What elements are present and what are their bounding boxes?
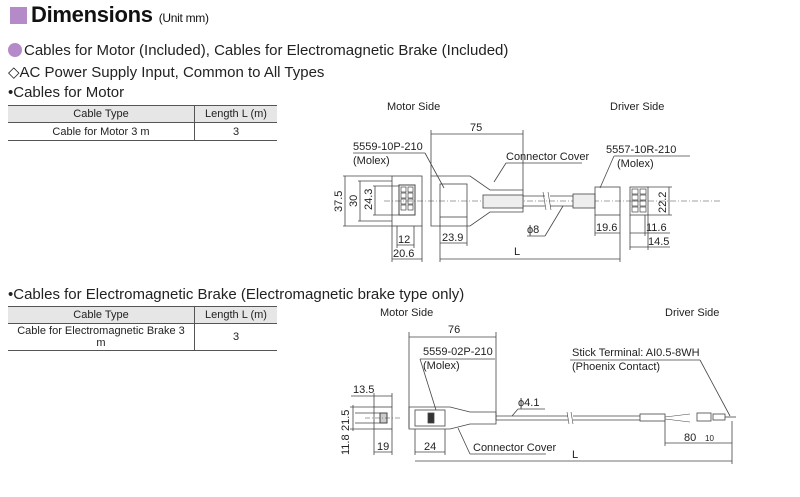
brake-dim-L: L (572, 449, 578, 461)
dim-19: 19 (377, 441, 389, 453)
connector-cover-label: Connector Cover (506, 151, 589, 163)
header-cable-type: Cable Type (8, 105, 195, 123)
dim-76: 76 (448, 324, 460, 336)
brake-cable-table: Cable Type Length L (m) Cable for Electr… (8, 306, 277, 351)
dim-19-6: 19.6 (596, 222, 617, 234)
dim-11-8: 11.8 (340, 434, 352, 455)
brake-connector-body (414, 409, 446, 427)
dim-21-5: 21.5 (340, 410, 352, 431)
cable-sleeve (482, 194, 524, 209)
dim-22-2: 22.2 (657, 192, 669, 213)
dim-30: 30 (348, 195, 360, 207)
dim-20-6: 20.6 (393, 248, 414, 260)
brake-connector-maker: (Molex) (423, 360, 460, 372)
motor-connector-maker: (Molex) (353, 155, 390, 167)
brake-connector-cover-shape (408, 406, 497, 430)
dim-14-5: 14.5 (648, 236, 669, 248)
dim-12: 12 (398, 234, 410, 246)
unit-label: (Unit mm) (158, 11, 209, 25)
motor-cable-table: Cable Type Length L (m) Cable for Motor … (8, 105, 277, 141)
cell-cable-type: Cable for Motor 3 m (8, 122, 195, 141)
dim-11-6: 11.6 (646, 222, 667, 234)
stick-terminal-maker: (Phoenix Contact) (572, 361, 660, 373)
dim-23-9: 23.9 (442, 232, 463, 244)
dim-24-3: 24.3 (363, 189, 375, 210)
connector-pins (400, 186, 414, 211)
table-row: Cable for Motor 3 m 3 (8, 122, 277, 141)
motor-cable-heading: •Cables for Motor (8, 84, 125, 101)
motor-side-label: Motor Side (387, 101, 440, 113)
page-title: Dimensions (Unit mm) (31, 2, 209, 28)
section-marker-icon (10, 7, 27, 24)
break-mark-icon (542, 191, 552, 211)
bullet-circle-icon (8, 43, 22, 57)
brake-connector-cover-label: Connector Cover (473, 442, 556, 454)
table-header-row: Cable Type Length L (m) (8, 306, 277, 324)
cell-length: 3 (194, 323, 277, 351)
dim-13-5: 13.5 (353, 384, 374, 396)
cell-cable-type: Cable for Electromagnetic Brake 3 m (8, 323, 195, 351)
motor-connector-body (439, 183, 468, 218)
break-mark-icon (566, 411, 574, 425)
connector-cover-shape (430, 175, 524, 227)
stick-terminal-label: Stick Terminal: AI0.5-8WH (572, 347, 700, 359)
driver-connector-front-view (629, 186, 649, 216)
cell-length: 3 (194, 122, 277, 141)
driver-side-label: Driver Side (610, 101, 664, 113)
brake-connector-part: 5559-02P-210 (423, 346, 493, 358)
brake-driver-side-label: Driver Side (665, 307, 719, 319)
brake-cable-heading: •Cables for Electromagnetic Brake (Elect… (8, 286, 465, 303)
dim-80: 80 (684, 432, 696, 444)
header-length: Length L (m) (194, 105, 277, 123)
dim-phi4-1: ϕ4.1 (518, 397, 539, 409)
dim-phi8: ϕ8 (527, 224, 539, 236)
brake-cable-sleeve (639, 413, 666, 422)
table-header-row: Cable Type Length L (m) (8, 105, 277, 123)
driver-connector-body (594, 186, 621, 216)
motor-connector-part: 5559-10P-210 (353, 141, 423, 153)
dim-10: 10 (705, 434, 714, 443)
subtitle: Cables for Motor (Included), Cables for … (8, 42, 508, 59)
subtitle-2: ◇AC Power Supply Input, Common to All Ty… (8, 64, 325, 81)
brake-motor-side-label: Motor Side (380, 307, 433, 319)
driver-connector-maker: (Molex) (617, 158, 654, 170)
stick-terminal (696, 412, 712, 422)
dim-37-5: 37.5 (333, 191, 345, 212)
driver-connector-part: 5557-10R-210 (606, 144, 676, 156)
table-row: Cable for Electromagnetic Brake 3 m 3 (8, 323, 277, 351)
subtitle-text: Cables for Motor (Included), Cables for … (24, 42, 509, 59)
connector-pin-block (398, 184, 416, 216)
dim-L: L (514, 246, 520, 258)
title-text: Dimensions (31, 2, 153, 27)
dim-75: 75 (470, 122, 482, 134)
dim-24: 24 (424, 441, 436, 453)
header-cable-type: Cable Type (8, 306, 195, 324)
header-length: Length L (m) (194, 306, 277, 324)
